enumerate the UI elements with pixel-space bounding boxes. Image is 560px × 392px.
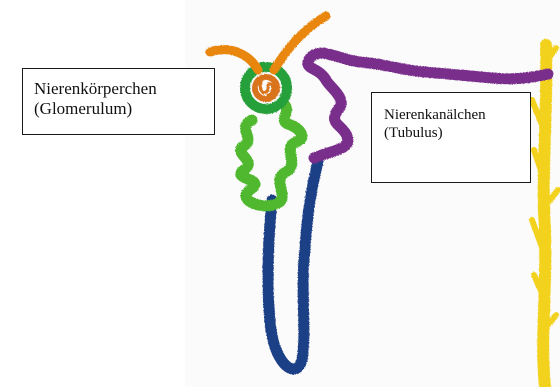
tubulus-label-line2: (Tubulus)	[384, 125, 530, 143]
glomerulum-label-line1: Nierenkörperchen	[34, 79, 214, 99]
tubulus-label-box: Nierenkanälchen (Tubulus)	[371, 92, 531, 183]
tubulus-label-line1: Nierenkanälchen	[384, 107, 530, 125]
glomerulum-label-line2: (Glomerulum)	[34, 99, 214, 119]
glomerulum-label-box: Nierenkörperchen (Glomerulum)	[22, 68, 215, 135]
